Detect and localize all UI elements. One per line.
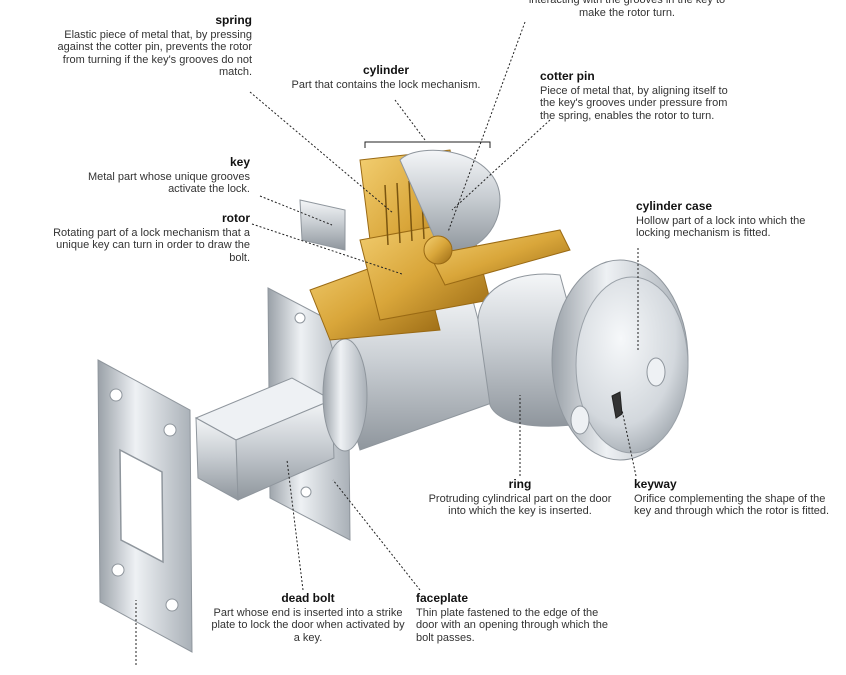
spring-description: Elastic piece of metal that, by pressing… xyxy=(57,28,252,79)
rotor-term: rotor xyxy=(222,211,250,225)
leader-faceplate xyxy=(332,479,421,591)
leader-key xyxy=(259,195,333,226)
label-key: key Metal part whose unique grooves acti… xyxy=(70,156,250,196)
label-cylinder-case: cylinder case Hollow part of a lock into… xyxy=(636,200,826,240)
label-faceplate: faceplate Thin plate fastened to the edg… xyxy=(416,592,616,644)
keyway-description: Orifice complementing the shape of the k… xyxy=(634,492,830,518)
leader-pin xyxy=(447,21,526,233)
label-keyway: keyway Orifice complementing the shape o… xyxy=(634,478,834,518)
ring-description: Protruding cylindrical part on the door … xyxy=(428,492,612,518)
cylinder-description: Part that contains the lock mechanism. xyxy=(291,78,481,91)
key-term: key xyxy=(229,155,250,169)
cylinder-case-term: cylinder case xyxy=(636,199,713,213)
leader-dead-bolt xyxy=(286,459,304,591)
leader-lines xyxy=(135,21,639,665)
cotter-pin-term: cotter pin xyxy=(540,69,595,83)
label-spring: spring Elastic piece of metal that, by p… xyxy=(52,14,252,79)
faceplate-description: Thin plate fastened to the edge of the d… xyxy=(416,606,609,644)
leader-cylinder xyxy=(394,99,426,141)
rotor-description: Rotating part of a lock mechanism that a… xyxy=(53,226,250,264)
faceplate-term: faceplate xyxy=(416,591,469,605)
leader-keyway xyxy=(621,409,637,477)
keyway-term: keyway xyxy=(634,477,677,491)
cylinder-case-description: Hollow part of a lock into which the loc… xyxy=(636,214,806,240)
key-shape xyxy=(423,229,571,286)
cotter-pin-description: Piece of metal that, by aligning itself … xyxy=(540,84,728,122)
label-rotor: rotor Rotating part of a lock mechanism … xyxy=(52,212,250,264)
key-description: Metal part whose unique grooves activate… xyxy=(87,170,250,196)
label-cylinder: cylinder Part that contains the lock mec… xyxy=(286,64,486,91)
leader-spring xyxy=(249,91,394,214)
cylinder-bracket xyxy=(364,141,491,148)
ring-and-case xyxy=(477,259,689,461)
pin-description: interacting with the grooves in the key … xyxy=(528,0,726,19)
cylinder-term: cylinder xyxy=(362,63,410,77)
strike-plate xyxy=(97,359,193,653)
dead-bolt-description: Part whose end is inserted into a strike… xyxy=(211,606,405,644)
ring-term: ring xyxy=(508,477,532,491)
tail-tab xyxy=(299,199,346,251)
label-cotter-pin: cotter pin Piece of metal that, by align… xyxy=(540,70,740,122)
label-pin: interacting with the grooves in the key … xyxy=(522,0,732,19)
label-ring: ring Protruding cylindrical part on the … xyxy=(420,478,620,518)
spring-term: spring xyxy=(215,13,252,27)
dead-bolt-shape xyxy=(194,377,335,501)
dead-bolt-term: dead bolt xyxy=(281,591,335,605)
label-dead-bolt: dead bolt Part whose end is inserted int… xyxy=(208,592,408,644)
